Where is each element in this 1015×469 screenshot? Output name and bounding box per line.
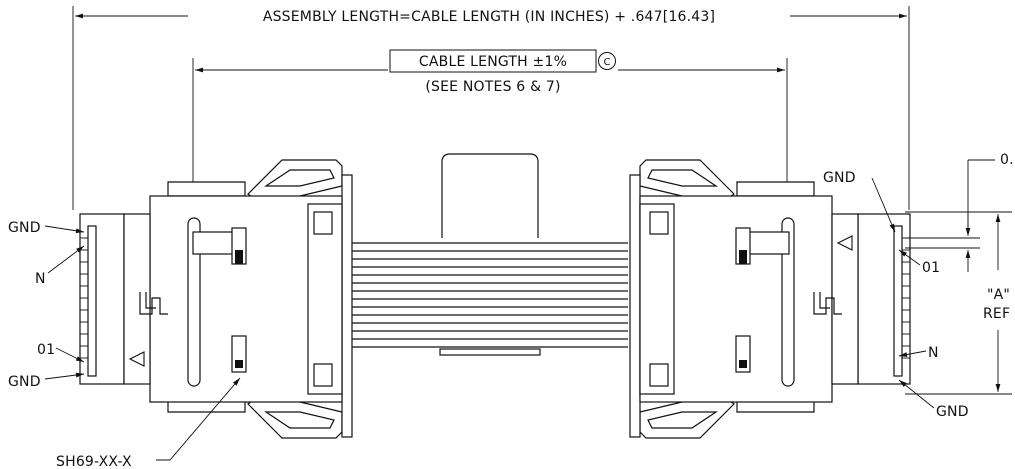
left-01-label: 01 (37, 342, 55, 358)
right-gnd-bottom-label: GND (936, 404, 969, 420)
cable-notes-text: (SEE NOTES 6 & 7) (425, 79, 560, 95)
left-n-label: N (35, 271, 46, 287)
right-n-label: N (928, 345, 939, 361)
cable-length-box (389, 49, 597, 73)
ribbon-cable (352, 153, 628, 356)
a-dimension-label: "A" (987, 287, 1010, 303)
right-callouts: GND 01 N GND (823, 170, 969, 420)
left-logo-icon (139, 292, 168, 315)
cable-pull-tab (441, 153, 539, 238)
part-number-label: SH69-XX-X (56, 454, 132, 469)
critical-dimension-letter: C (604, 57, 611, 68)
assembly-length-text: ASSEMBLY LENGTH=CABLE LENGTH (IN INCHES)… (263, 9, 715, 25)
a-ref-dimension: "A" REF (905, 211, 1012, 395)
left-gnd-top-label: GND (8, 220, 41, 236)
right-connector (629, 159, 911, 439)
pitch-value-text: 0. (1000, 152, 1014, 168)
right-gnd-top-label: GND (823, 170, 856, 186)
critical-dimension-symbol (598, 52, 616, 70)
cable-length-dimension: CABLE LENGTH ±1% C (SEE NOTES 6 & 7) (192, 49, 788, 230)
left-pin1-marker-icon (128, 351, 145, 367)
assembly-length-dimension: ASSEMBLY LENGTH=CABLE LENGTH (IN INCHES)… (72, 6, 910, 210)
cable-length-text: CABLE LENGTH ±1% (419, 54, 567, 70)
pitch-dimension: 0. (905, 152, 1014, 272)
left-connector (79, 159, 353, 439)
left-gnd-bottom-label: GND (8, 374, 41, 390)
ref-label: REF (983, 306, 1010, 322)
right-01-label: 01 (922, 260, 940, 276)
left-callouts: GND N 01 GND SH69-XX-X (8, 220, 241, 469)
